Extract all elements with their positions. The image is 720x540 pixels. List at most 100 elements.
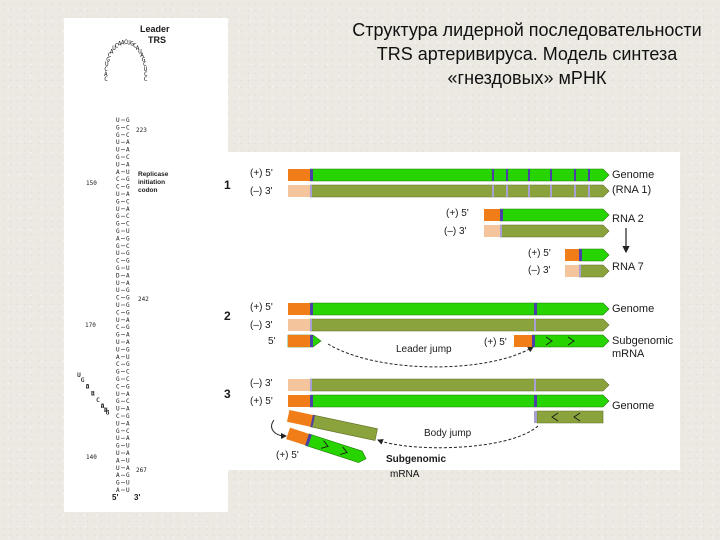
stem-nt-left: A bbox=[116, 235, 120, 242]
stem-nt-left: U bbox=[116, 406, 120, 413]
stem-nt-right: U bbox=[126, 457, 130, 464]
bulge-nt: C bbox=[96, 397, 100, 404]
bulge-nt: U bbox=[104, 407, 108, 414]
hairpin-3prime: 3' bbox=[134, 493, 140, 502]
stem-nt-right: U bbox=[126, 443, 130, 450]
stem-nt-left: G bbox=[116, 376, 120, 383]
loop-nt: C bbox=[104, 76, 108, 83]
stem-nt-left: C bbox=[116, 309, 120, 316]
step2-mrna-label: mRNA bbox=[612, 348, 645, 360]
stem-nt-right: A bbox=[126, 339, 130, 346]
stem-nt-right: A bbox=[126, 332, 130, 339]
rna2-plus5: (+) 5' bbox=[446, 208, 469, 219]
stem-nt-left: U bbox=[116, 250, 120, 257]
stem-nt-right: G bbox=[126, 258, 130, 265]
stem-nt-right: C bbox=[126, 221, 130, 228]
stem-nt-left: C bbox=[116, 413, 120, 420]
stem-nt-right: G bbox=[126, 383, 130, 390]
stem-nt-right: A bbox=[126, 435, 130, 442]
step3-plus5: (+) 5' bbox=[250, 396, 273, 407]
bulge-nt: U bbox=[86, 383, 90, 390]
stem-nt-left: U bbox=[116, 117, 120, 124]
stem-nt-left: U bbox=[116, 435, 120, 442]
stem-nt-left: U bbox=[116, 147, 120, 154]
stem-nt-right: C bbox=[126, 213, 130, 220]
stem-nt-left: G bbox=[116, 132, 120, 139]
stem-nt-left: U bbox=[116, 206, 120, 213]
bulge-nt: C bbox=[96, 397, 100, 404]
stem-nt-right: A bbox=[126, 465, 130, 472]
step1-minus3: (–) 3' bbox=[250, 186, 273, 197]
stem-nt-right: G bbox=[126, 287, 130, 294]
loop-nt: C bbox=[115, 43, 119, 50]
stem-nt-left: U bbox=[116, 139, 120, 146]
slide-title: Структура лидерной последовательности TR… bbox=[352, 20, 702, 88]
stem-nt-right: A bbox=[126, 191, 130, 198]
hairpin-5prime: 5' bbox=[112, 493, 118, 502]
nt-number-150: 150 bbox=[86, 180, 97, 187]
rna7-minus3: (–) 3' bbox=[528, 265, 551, 276]
loop-nt: U bbox=[105, 61, 109, 68]
stem-nt-right: A bbox=[126, 420, 130, 427]
stem-nt-right: G bbox=[126, 309, 130, 316]
stem-nt-left: G bbox=[116, 443, 120, 450]
stem-nt-right: C bbox=[126, 132, 130, 139]
stem-nt-right: G bbox=[126, 346, 130, 353]
step1-plus5: (+) 5' bbox=[250, 168, 273, 179]
stem-nt-right: A bbox=[126, 450, 130, 457]
stem-nt-left: C bbox=[116, 361, 120, 368]
bulge-nt: U bbox=[91, 390, 95, 397]
rna2-label: RNA 2 bbox=[612, 213, 644, 225]
leader-jump-arrow bbox=[327, 343, 534, 368]
loop-nt: U bbox=[144, 66, 148, 73]
loop-nt: A bbox=[110, 48, 114, 55]
nt-number-267: 267 bbox=[136, 467, 147, 474]
rna2-plus-strand bbox=[484, 208, 610, 222]
stem-nt-left: U bbox=[116, 391, 120, 398]
stem-nt-left: U bbox=[116, 317, 120, 324]
stem-nt-left: G bbox=[116, 243, 120, 250]
loop-nt: U bbox=[127, 39, 131, 46]
stem-nt-right: C bbox=[126, 154, 130, 161]
step2-genome-plus bbox=[288, 302, 610, 316]
stem-nt-left: C bbox=[116, 383, 120, 390]
stem-nt-right: A bbox=[126, 272, 130, 279]
stem-nt-left: G bbox=[116, 124, 120, 131]
loop-nt: A bbox=[140, 52, 144, 59]
loop-nt: C bbox=[144, 76, 148, 83]
stem-nt-left: C bbox=[116, 176, 120, 183]
stem-nt-left: D bbox=[116, 272, 120, 279]
codon-label: codon bbox=[138, 187, 158, 194]
loop-nt: U bbox=[112, 45, 116, 52]
subgenomic-mrna-step2 bbox=[514, 334, 610, 348]
step3-plus5-bottom: (+) 5' bbox=[276, 450, 299, 461]
stem-nt-right: G bbox=[126, 361, 130, 368]
stem-nt-right: G bbox=[126, 413, 130, 420]
step2-subgenomic-label: Subgenomic bbox=[612, 335, 674, 347]
leader-label: Leader bbox=[140, 24, 170, 34]
